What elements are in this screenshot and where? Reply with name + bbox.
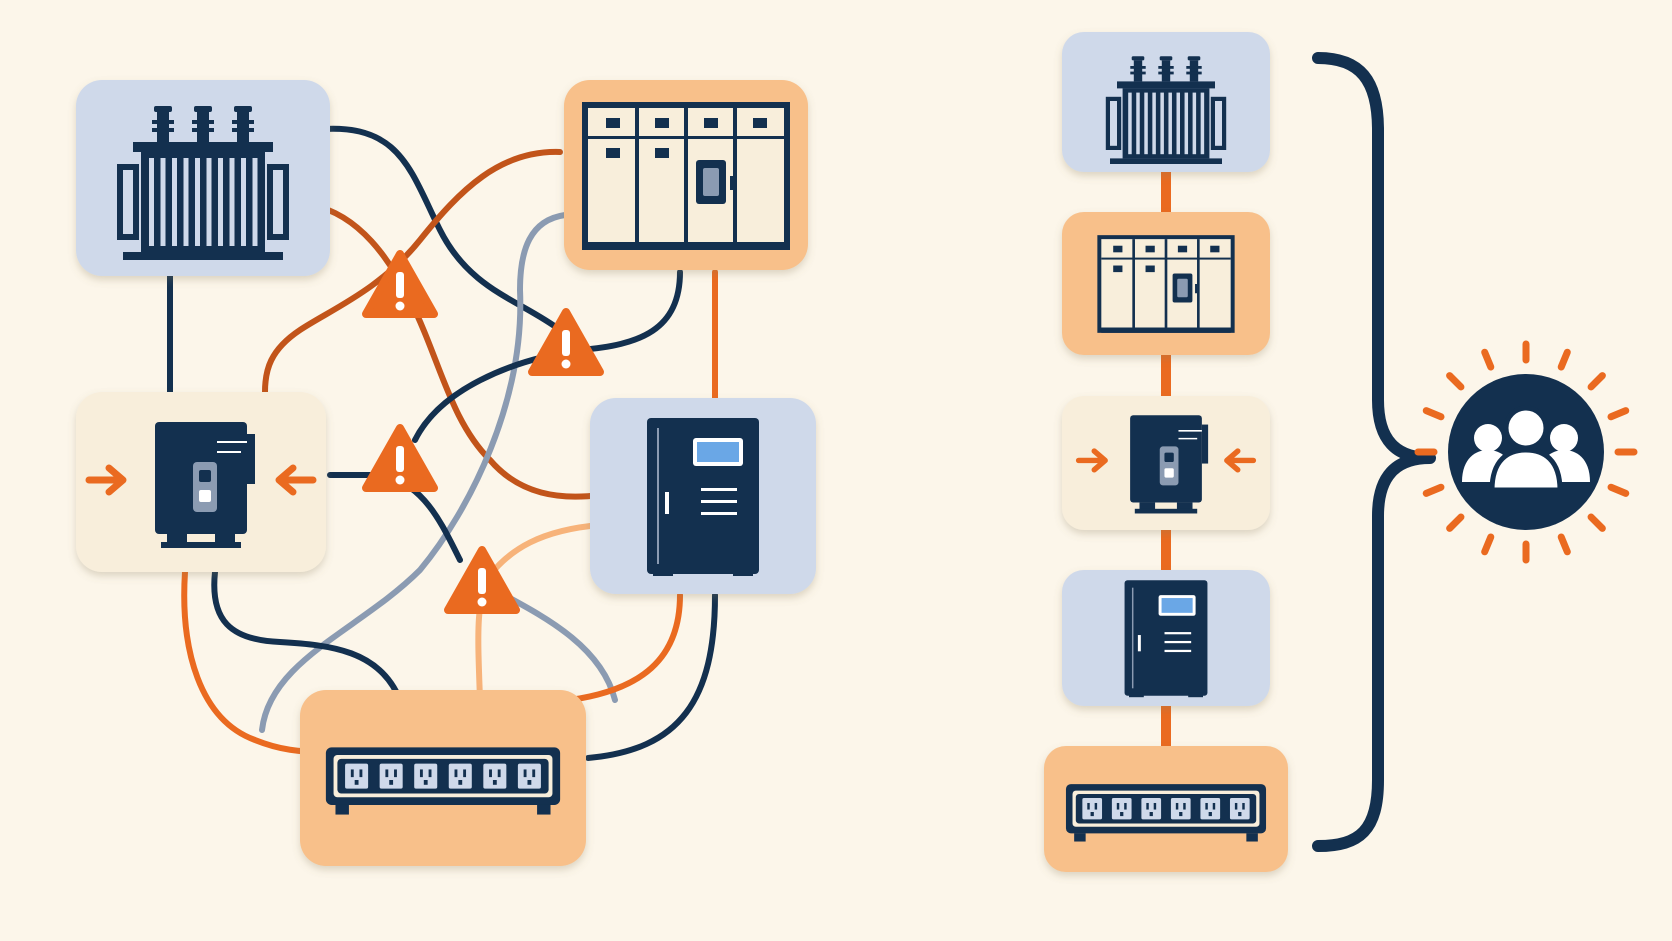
wire-3 xyxy=(262,148,563,395)
arrow-left-icon xyxy=(275,464,317,496)
transfer-switch-icon xyxy=(85,422,317,548)
wire-2 xyxy=(309,202,603,500)
wire-13 xyxy=(567,592,683,703)
wire-10 xyxy=(211,569,403,703)
arrow-left-icon xyxy=(1224,448,1257,473)
warning-icon xyxy=(362,424,438,492)
warning-icon xyxy=(444,546,520,614)
sun-ray xyxy=(1422,407,1445,421)
power-strip-icon xyxy=(325,747,561,815)
transfer-switch-icon xyxy=(1075,415,1257,514)
switchgear-icon xyxy=(1097,235,1235,333)
arrow-right-icon xyxy=(1075,448,1108,473)
sun-ray xyxy=(1607,407,1630,421)
warning-icon xyxy=(528,308,604,376)
curly-brace xyxy=(1312,52,1436,852)
switchgear-icon xyxy=(582,102,790,250)
ups-cabinet-icon xyxy=(647,418,759,576)
wire-14 xyxy=(585,592,718,761)
ups-cabinet-icon xyxy=(1124,580,1208,698)
transformer-icon xyxy=(1105,56,1227,164)
sun-ray xyxy=(1587,372,1606,391)
warning-icon xyxy=(362,250,438,318)
sun-ray xyxy=(1587,513,1606,532)
sun-ray xyxy=(1422,483,1445,497)
sun-ray xyxy=(1557,348,1571,371)
transformer-icon xyxy=(117,106,289,260)
grouping-brace xyxy=(1312,52,1436,852)
sun-ray xyxy=(1481,348,1495,371)
sun-ray xyxy=(1557,533,1571,556)
power-strip-icon xyxy=(1065,784,1267,842)
people-group xyxy=(1414,340,1638,564)
arrow-right-icon xyxy=(85,464,127,496)
sun-ray xyxy=(1481,533,1495,556)
wire-9 xyxy=(181,569,328,755)
sun-ray xyxy=(1446,513,1465,532)
sun-ray xyxy=(1607,483,1630,497)
equipment-nodes xyxy=(76,32,1288,872)
warnings xyxy=(362,250,604,614)
wire-4 xyxy=(259,212,568,733)
people-icon xyxy=(1414,340,1638,564)
sun-ray xyxy=(1446,372,1465,391)
